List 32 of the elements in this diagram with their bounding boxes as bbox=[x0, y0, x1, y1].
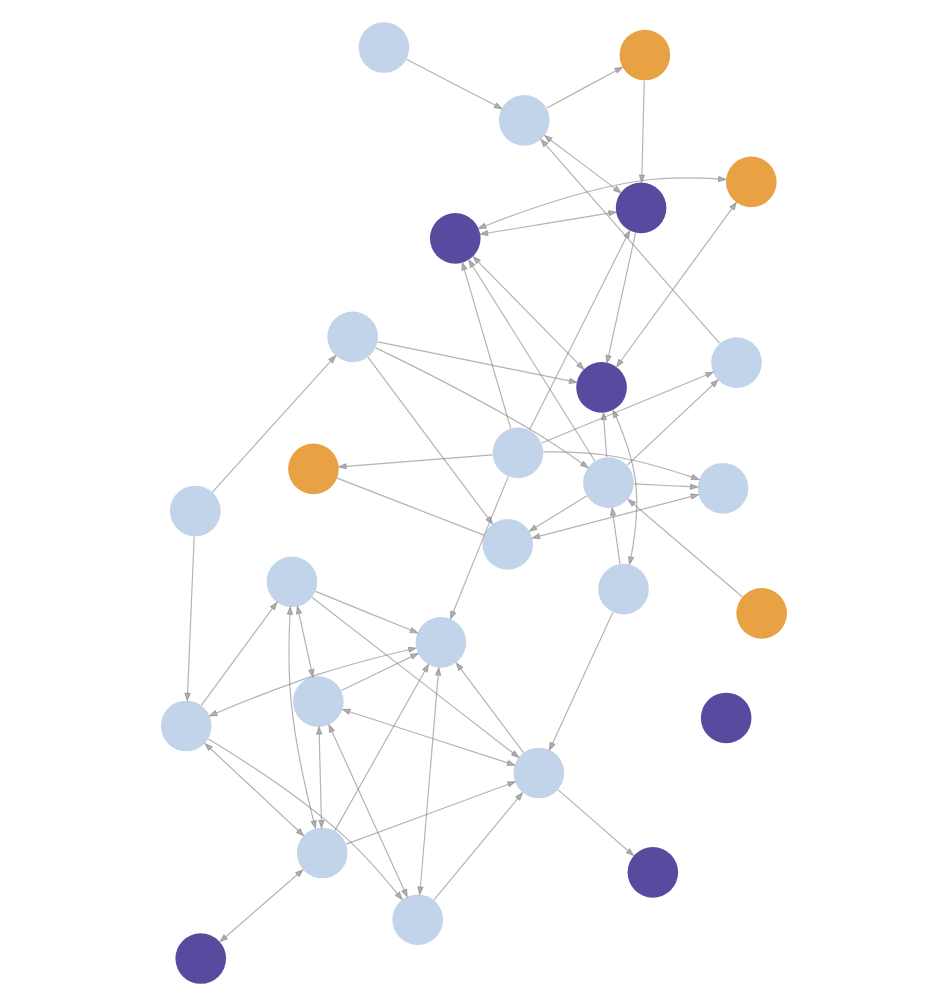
node-circle bbox=[492, 427, 544, 479]
node-circle bbox=[266, 556, 318, 608]
node-circle bbox=[415, 617, 467, 668]
node-circle bbox=[169, 485, 221, 537]
arrow bbox=[528, 229, 631, 431]
node-circle bbox=[619, 29, 671, 81]
node-circle bbox=[293, 676, 344, 727]
node-circle bbox=[615, 182, 667, 234]
arrow bbox=[543, 134, 623, 194]
arrow bbox=[542, 451, 701, 481]
arrow bbox=[208, 646, 418, 717]
arrow bbox=[449, 475, 509, 621]
arrow bbox=[311, 596, 521, 759]
node-circle bbox=[725, 156, 777, 208]
arrow bbox=[286, 605, 317, 830]
arrow bbox=[203, 742, 305, 837]
node-circle bbox=[288, 443, 339, 495]
node-circle bbox=[358, 22, 410, 73]
arrow bbox=[472, 255, 585, 371]
node-circle bbox=[598, 563, 649, 615]
node-circle bbox=[736, 588, 787, 639]
node-circle bbox=[700, 692, 752, 744]
node-circle bbox=[392, 894, 443, 945]
arrow bbox=[334, 663, 430, 832]
arrow bbox=[541, 371, 715, 444]
node-circle bbox=[482, 519, 534, 570]
arrow bbox=[375, 347, 590, 469]
arrow bbox=[477, 175, 728, 230]
node-circle bbox=[583, 457, 634, 508]
node-circle bbox=[697, 462, 749, 514]
arrow bbox=[218, 868, 305, 943]
arrow bbox=[615, 201, 738, 369]
